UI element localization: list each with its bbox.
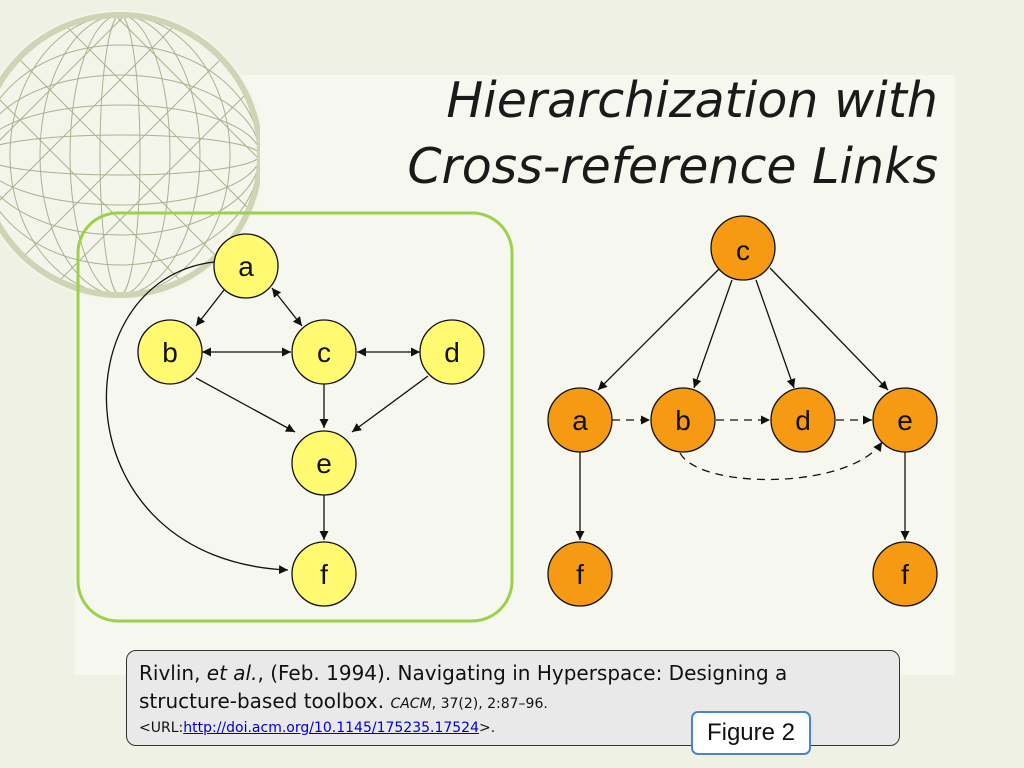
citation-line-2: structure-based toolbox. CACM, 37(2), 2:… xyxy=(139,687,887,718)
edge-c-a-right xyxy=(597,267,721,391)
citation-journal: CACM xyxy=(390,696,432,712)
right-node-c-label: c xyxy=(736,235,750,266)
slide-title: Hierarchization with Cross-reference Lin… xyxy=(318,68,938,200)
right-node-e-label: e xyxy=(897,405,913,436)
citation-line-1: Rivlin, et al., (Feb. 1994). Navigating … xyxy=(139,659,887,687)
left-node-b-label: b xyxy=(162,337,178,368)
left-node-f: f xyxy=(291,541,357,607)
citation-etal: et al. xyxy=(206,661,258,685)
right-node-b-label: b xyxy=(675,405,691,436)
edge-d-e xyxy=(351,375,429,433)
left-node-f-label: f xyxy=(320,559,328,590)
right-node-e: e xyxy=(872,387,938,453)
left-node-a: a xyxy=(213,233,279,299)
citation-url-suffix: >. xyxy=(479,720,496,736)
citation-issue: , 37(2), 2:87–96. xyxy=(431,696,548,712)
edge-c-d-right xyxy=(755,279,796,389)
right-node-c: c xyxy=(710,215,776,281)
edge-a-b xyxy=(195,289,225,327)
right-node-d: d xyxy=(770,387,836,453)
left-node-e-label: e xyxy=(316,448,332,479)
left-node-b: b xyxy=(137,319,203,385)
citation-url-prefix: <URL: xyxy=(139,720,184,736)
right-node-a: a xyxy=(547,387,613,453)
right-node-f2-label: f xyxy=(901,559,909,590)
edge-b-e xyxy=(195,377,296,433)
globe-decoration xyxy=(0,10,260,300)
left-node-d-label: d xyxy=(444,337,460,368)
title-line-2: Cross-reference Links xyxy=(407,138,938,195)
figure-label: Figure 2 xyxy=(691,711,811,755)
left-graph-edges xyxy=(105,261,429,575)
left-graph-frame xyxy=(76,211,514,623)
edge-c-e-right xyxy=(769,267,889,391)
citation-title-end: structure-based toolbox. xyxy=(139,689,391,713)
left-node-c: c xyxy=(291,319,357,385)
citation-url-link[interactable]: http://doi.acm.org/10.1145/175235.17524 xyxy=(183,720,479,736)
edge-a-c xyxy=(271,287,303,327)
right-node-b: b xyxy=(650,387,716,453)
right-node-a-label: a xyxy=(572,405,588,436)
citation-line-3: <URL:http://doi.acm.org/10.1145/175235.1… xyxy=(139,718,887,738)
right-node-d-label: d xyxy=(795,405,811,436)
left-node-a-label: a xyxy=(238,251,254,282)
edge-a-f-curved xyxy=(105,261,289,575)
citation-authors: Rivlin, xyxy=(139,661,207,685)
edge-b-e-curved-dashed xyxy=(679,441,883,481)
left-node-d: d xyxy=(419,319,485,385)
citation-rest: , (Feb. 1994). Navigating in Hyperspace:… xyxy=(257,661,788,685)
right-graph-edges xyxy=(575,267,910,540)
right-node-f1-label: f xyxy=(576,559,584,590)
right-node-f2: f xyxy=(872,541,938,607)
left-node-e: e xyxy=(291,430,357,496)
edge-c-b-right xyxy=(692,279,733,389)
right-graph-nodes: c a b d e f f xyxy=(547,215,938,607)
title-line-1: Hierarchization with xyxy=(446,72,938,129)
right-node-f1: f xyxy=(547,541,613,607)
left-graph-nodes: a b c d e f xyxy=(137,233,485,607)
left-node-c-label: c xyxy=(317,337,331,368)
